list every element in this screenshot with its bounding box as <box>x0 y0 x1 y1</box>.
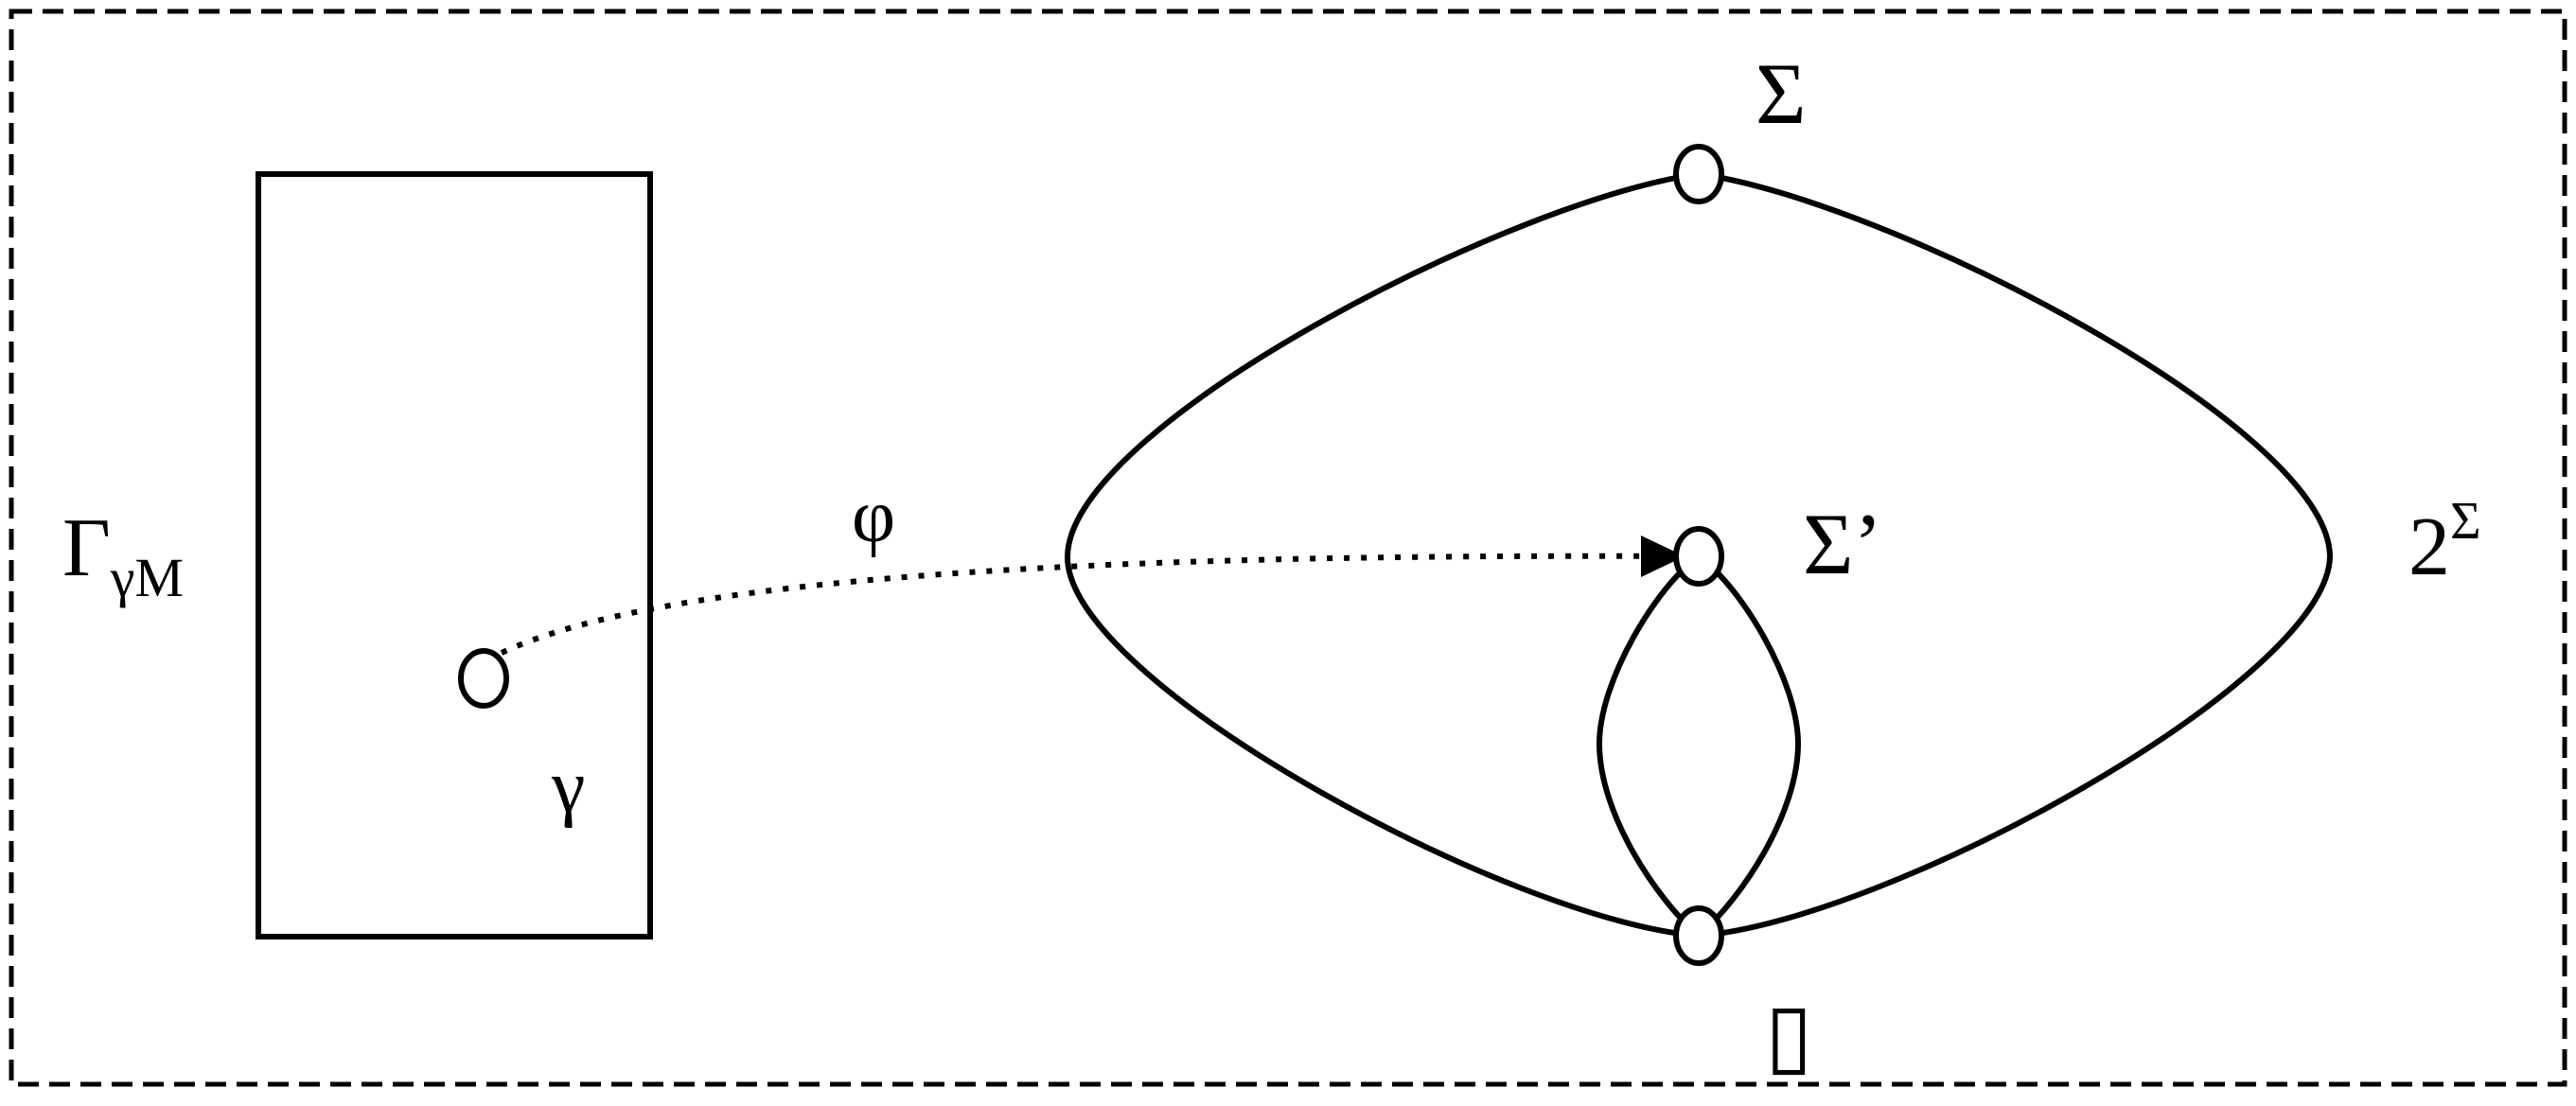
mapping-phi-arrow <box>500 551 1685 656</box>
gamma-set-rectangle <box>256 171 653 939</box>
power-set-label: 2Σ <box>2408 492 2481 593</box>
top-node-sigma <box>1673 144 1724 204</box>
bottom-node-empty <box>1673 905 1724 966</box>
gamma-set-label: ΓγM <box>62 502 184 608</box>
mapping-phi-label: φ <box>852 475 895 558</box>
power-set-base: 2 <box>2408 501 2450 593</box>
element-gamma-label: γ <box>551 746 585 829</box>
gamma-set-symbol: Γ <box>62 502 111 594</box>
bottom-node-label: ▯ <box>1765 987 1813 1083</box>
middle-node-sigma-prime <box>1673 526 1724 587</box>
element-gamma-node <box>458 648 509 709</box>
outer-dashed-frame <box>9 9 2567 1087</box>
gamma-set-subscript: γM <box>110 547 184 608</box>
arrowhead-icon <box>1641 535 1685 577</box>
inner-lens <box>1596 553 1802 939</box>
top-node-label: Σ <box>1756 45 1807 142</box>
middle-node-label: Σ’ <box>1803 496 1882 592</box>
power-set-superscript: Σ <box>2450 492 2481 551</box>
